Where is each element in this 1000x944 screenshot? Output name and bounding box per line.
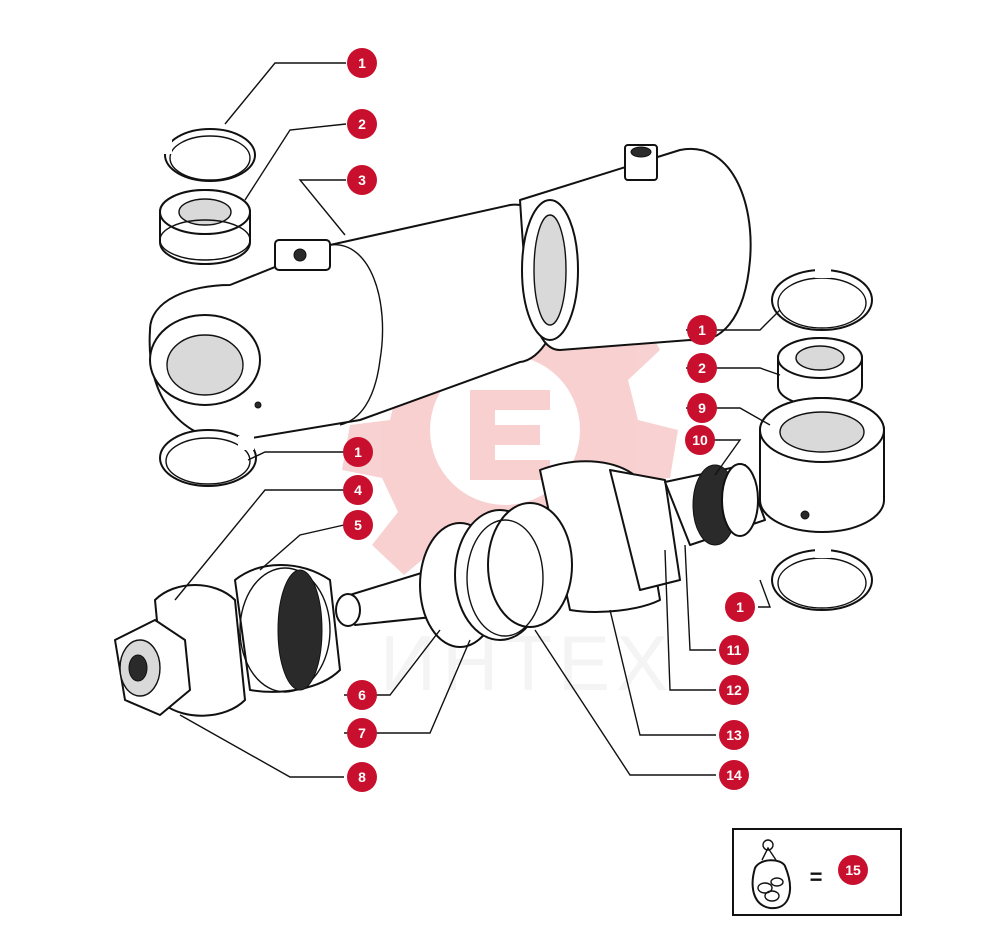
callout-label: 9 (698, 400, 706, 416)
snap-ring-right-bottom (771, 546, 873, 611)
callout-15[interactable]: 15 (838, 855, 868, 885)
callout-2[interactable]: 2 (687, 353, 717, 383)
callout-label: 11 (727, 642, 742, 658)
gland-seal-right (777, 337, 863, 407)
parts (114, 128, 885, 717)
callout-1[interactable]: 1 (687, 315, 717, 345)
callout-label: 1 (698, 322, 706, 338)
callout-6[interactable]: 6 (347, 680, 377, 710)
callout-5[interactable]: 5 (343, 510, 373, 540)
cylinder-barrel (148, 144, 752, 442)
gland-seal-top (159, 189, 251, 265)
legend-equals-sign: = (810, 865, 823, 890)
seal-kit-legend: = 15 (732, 828, 902, 916)
callout-3[interactable]: 3 (347, 165, 377, 195)
callout-1[interactable]: 1 (725, 592, 755, 622)
callout-1[interactable]: 1 (343, 437, 373, 467)
callout-label: 6 (358, 687, 366, 703)
rod-eye (759, 397, 885, 533)
callout-label: 1 (354, 444, 362, 460)
callout-10[interactable]: 10 (685, 425, 715, 455)
snap-ring-top (158, 128, 256, 182)
callout-4[interactable]: 4 (343, 475, 373, 505)
seal-kit-bag-icon (751, 839, 791, 910)
callout-label: 12 (726, 682, 742, 698)
piston-rings (419, 502, 573, 648)
callout-9[interactable]: 9 (687, 393, 717, 423)
callouts: 1 2 3 1 2 9 10 1 4 5 1 1 (343, 48, 755, 792)
callout-label: 14 (726, 767, 742, 783)
snap-ring-right-top (771, 266, 873, 331)
callout-7[interactable]: 7 (347, 718, 377, 748)
callout-label: 5 (354, 517, 362, 533)
callout-label: 2 (358, 116, 366, 132)
callout-label: 10 (692, 432, 708, 448)
guide-bushing (114, 564, 341, 717)
callout-1[interactable]: 1 (347, 48, 377, 78)
callout-label: 7 (358, 725, 366, 741)
callout-2[interactable]: 2 (347, 109, 377, 139)
callout-8[interactable]: 8 (347, 762, 377, 792)
callout-12[interactable]: 12 (719, 675, 749, 705)
callout-label: 3 (358, 172, 366, 188)
watermark-text: ИНТЕХ (380, 619, 674, 707)
callout-label: 1 (736, 599, 744, 615)
callout-label: 4 (354, 482, 362, 498)
callout-label: 15 (845, 862, 861, 878)
callout-label: 13 (726, 727, 742, 743)
snap-ring-left (159, 429, 257, 487)
callout-11[interactable]: 11 (719, 635, 749, 665)
callout-13[interactable]: 13 (719, 720, 749, 750)
callout-label: 8 (358, 769, 366, 785)
callout-14[interactable]: 14 (719, 760, 749, 790)
callout-label: 2 (698, 360, 706, 376)
callout-label: 1 (358, 55, 366, 71)
